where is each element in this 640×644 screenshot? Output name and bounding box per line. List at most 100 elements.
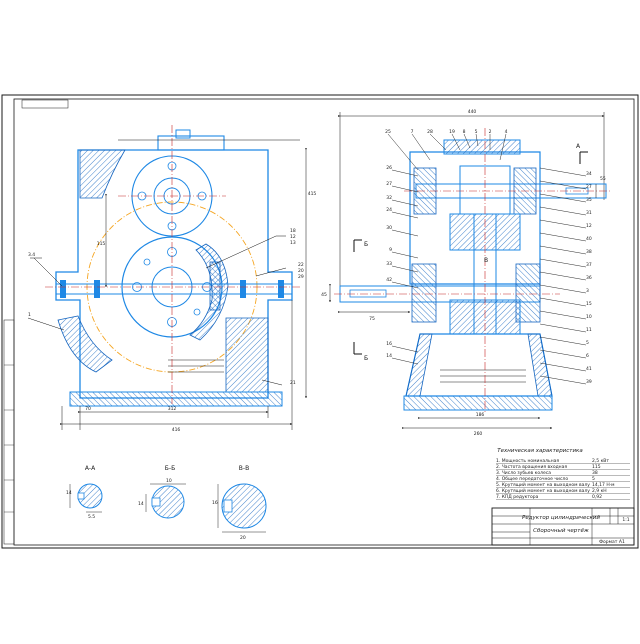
section-aa-key [77,492,85,500]
section-label-bb: Б-Б [165,465,175,472]
side-dim-shaft-dia: 45 [321,292,327,298]
leader-label: 40 [586,236,592,242]
spec-row-label: 7. КПД редуктора [496,494,539,500]
side-top-cover [443,139,521,155]
leader-label: 38 [586,249,592,255]
top-left-stamp [21,99,69,109]
front-dim-overall: 416 [172,427,181,433]
title-block-subtitle: Сборочный чертёж [533,528,589,534]
side-lower-left-wall [405,333,433,397]
leader-line [539,362,587,372]
leader-line [499,133,507,161]
leader-line [391,169,419,177]
leader-line [391,265,419,273]
front-leader-label: 29 [298,274,304,280]
leader-line [387,133,419,171]
section-b-top: Б [364,241,368,248]
leader-label: 15 [586,301,592,307]
spec-row-value: 14,17 Н·м [592,482,615,488]
leader-line [391,357,419,365]
side-dim-top: 440 [468,109,477,115]
leader-line [391,251,419,259]
leader-line [451,133,461,151]
section-label-vv: В-В [239,465,249,472]
leader-label: 39 [586,379,592,385]
section-vv-shaft [221,483,267,529]
oil-level-lines [168,359,224,373]
spec-row-label: 5. Крутящий момент на выходном валу [496,481,590,488]
section-views: А-А 14 5.5 Б-Б 10 14 В-В 16 20 [66,465,267,541]
section-vv-dim-a: 16 [212,500,218,506]
leader-label: 37 [586,262,592,268]
front-leader-label: 12 [290,234,296,240]
leader-label: 2 [489,129,492,135]
leader-label: 35 [586,197,592,203]
spec-row-value: 38 [592,470,598,476]
binding-strip [3,319,15,545]
leader-line [429,133,447,151]
spec-table: Техническая характеристика 1. Мощность н… [496,448,630,500]
section-vv-key [223,499,233,513]
side-dim-bottom-outer: 260 [474,431,483,437]
leader-line [539,323,587,333]
front-leaders [27,235,287,386]
leader-line [539,167,587,177]
front-dim-center: 115 [97,241,106,247]
leader-label: 24 [386,207,392,213]
section-aa-dim-b: 5.5 [88,514,95,520]
input-shaft-key [349,289,387,298]
spec-row-value: 5 [592,476,595,482]
sheet-border [1,94,639,549]
front-leader-label: 20 [298,268,304,274]
front-leader-label: 3.4 [28,252,35,258]
leader-line [391,199,419,207]
leader-label: 4 [505,129,508,135]
leader-line [391,185,419,193]
front-leader-label: 13 [290,240,296,246]
section-v-marker: В [484,257,488,264]
leader-label: 34 [586,171,592,177]
front-leader-label: 18 [290,228,296,234]
spec-row-label: 3. Число зубьев колеса [496,470,551,476]
leader-label: 19 [449,129,455,135]
section-b-bottom: Б [364,355,368,362]
spec-row-value: 2,5 кВт [592,458,609,464]
section-markers [353,151,588,355]
section-bb-dim-b: 14 [138,501,144,507]
spec-row-value: 115 [592,464,601,470]
bearing-mid-left [411,263,437,323]
leader-label: 27 [586,184,592,190]
leader-label: 42 [386,277,392,283]
title-block-scale: 1:1 [622,517,629,523]
section-label-aa: А-А [85,465,96,472]
leader-line [539,336,587,346]
section-a-marker: А [576,143,581,150]
spec-row-label: 2. Частота вращения входная [496,464,567,470]
leader-line [539,245,587,255]
leader-label: 11 [586,327,592,333]
leader-line [391,345,419,353]
front-dim-width: 312 [168,406,177,412]
front-leader-label: 21 [290,380,296,386]
leader-line [539,258,587,268]
leader-label: 12 [586,223,592,229]
leader-line [539,180,587,190]
leader-label: 36 [586,275,592,281]
leader-line [391,229,419,237]
housing-flange [55,283,293,295]
side-dimensions [329,184,597,429]
side-leader-lines [387,133,587,385]
leader-label: 30 [386,225,392,231]
front-view: 312 416 70 115 415 3.4 18 12 13 22 20 29… [27,125,316,433]
spec-row-label: 6. Крутящий момент на выходном валу [496,487,590,494]
leader-line [539,375,587,385]
cover-knob [175,129,191,139]
leader-line [539,349,587,359]
leader-label: 10 [586,314,592,320]
leader-line [539,193,587,203]
leader-label: 41 [586,366,592,372]
leader-line [539,232,587,242]
inspection-cover [157,135,225,151]
lower-housing-section [225,317,269,393]
